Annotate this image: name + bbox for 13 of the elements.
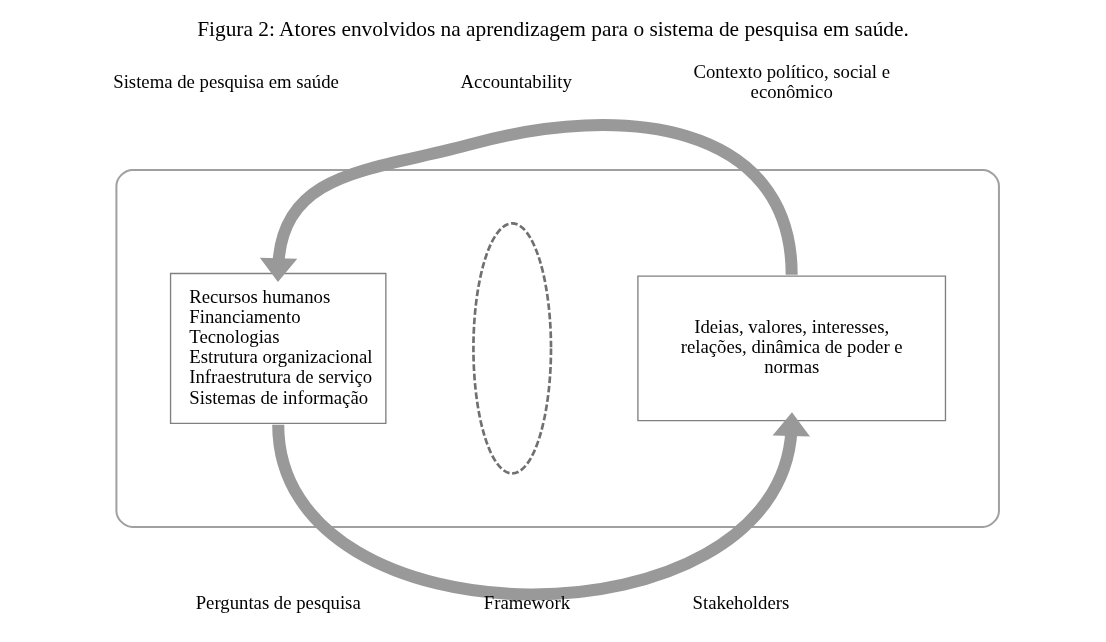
label: Contexto político, social e econômico — [693, 60, 890, 102]
label: Sistema de pesquisa em saúde — [113, 70, 339, 92]
arrow — [272, 412, 810, 601]
node-box: Ideias, valores, interesses, relações, dinâmica de poder e normas — [637, 275, 947, 422]
label: Accountability — [460, 70, 572, 92]
node-box: Recursos humanos Financiamento Tecnologias Estrutura organizacional Infraestrutura de serviço Sistemas de informação — [169, 272, 387, 424]
cluster — [115, 168, 1000, 528]
arrow — [259, 119, 798, 282]
label: Framework — [483, 591, 571, 613]
label: Stakeholders — [692, 591, 790, 613]
node-ellipse — [472, 222, 553, 475]
label: Perguntas de pesquisa — [195, 591, 361, 613]
diagram-title: Figura 2: Atores envolvidos na aprendizagem para o sistema de pesquisa em saúde. — [197, 16, 909, 41]
